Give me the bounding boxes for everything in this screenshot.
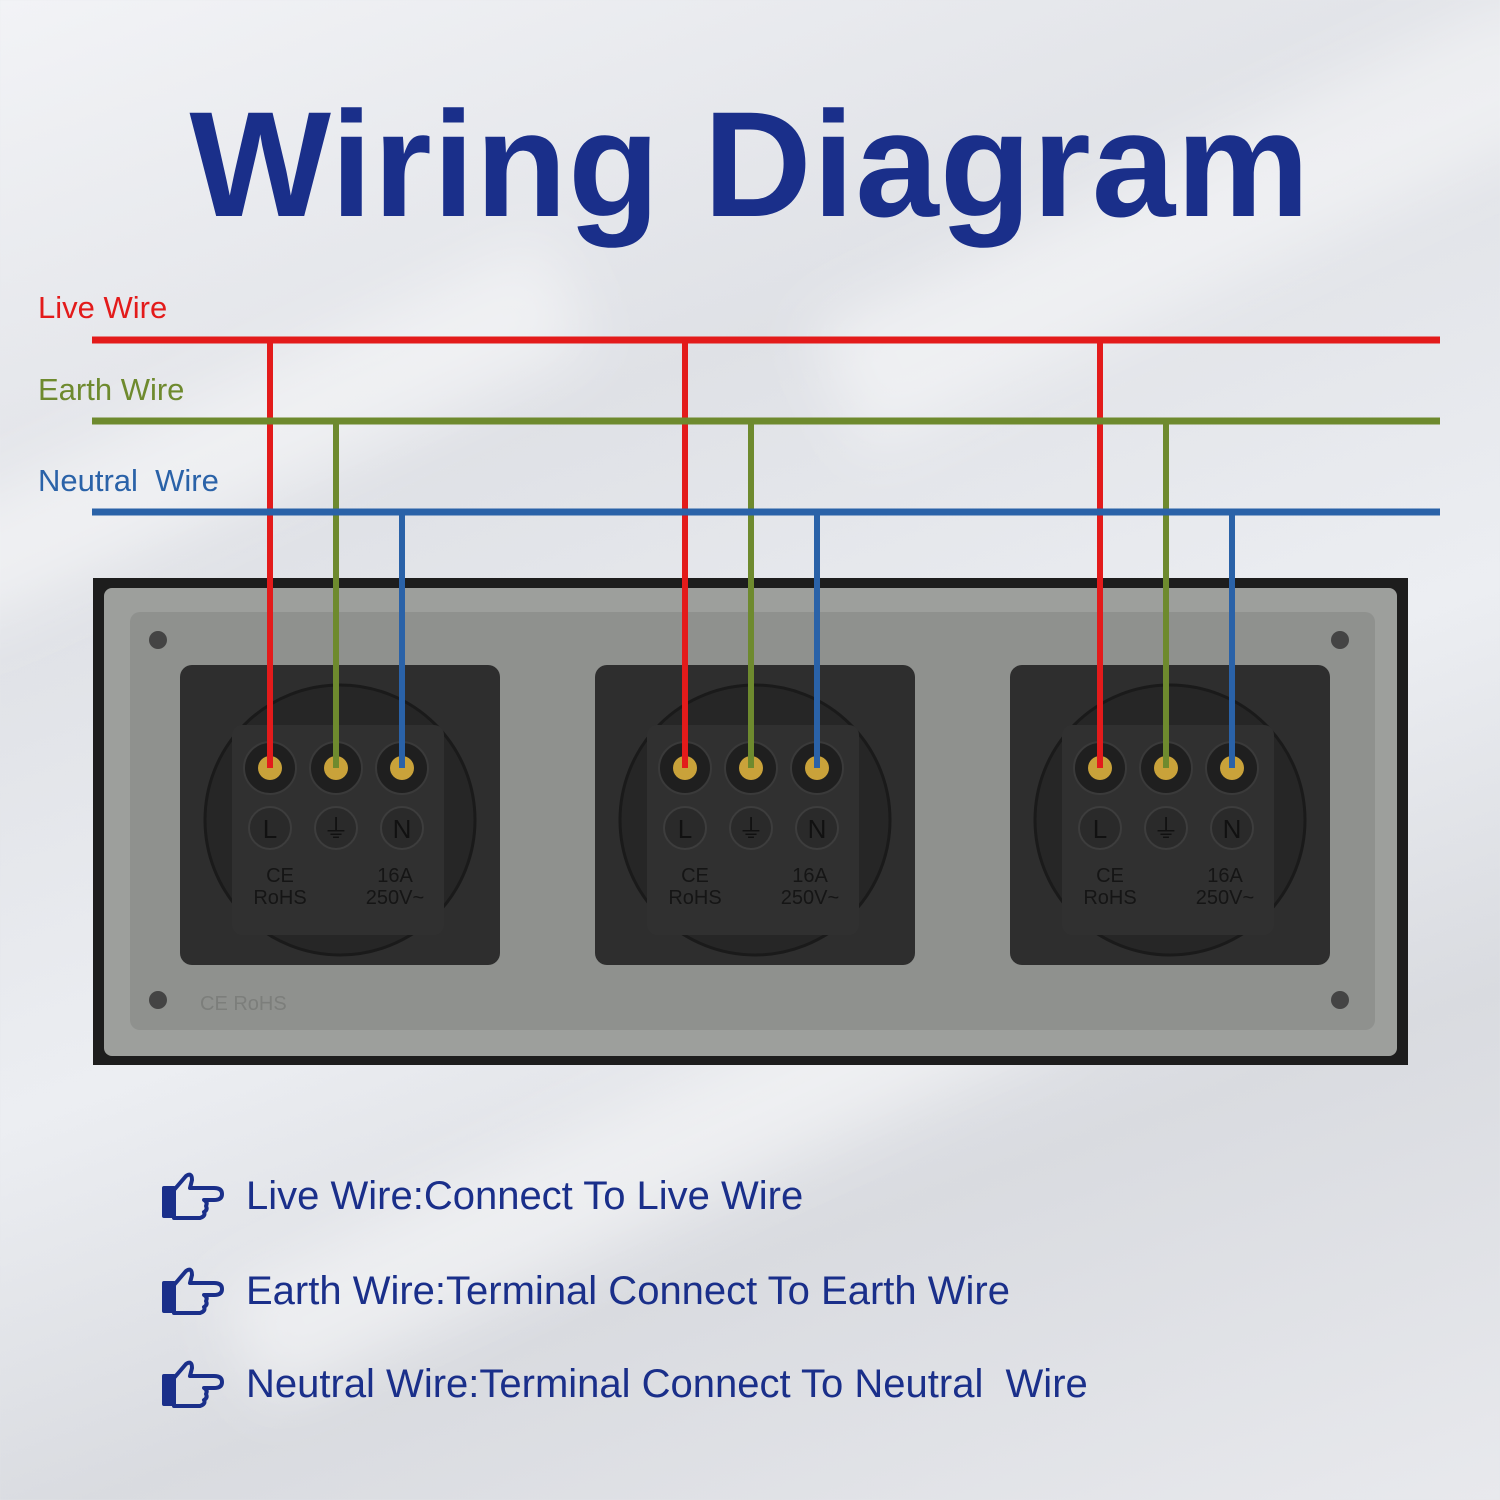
- note-neutral: Neutral Wire:Terminal Connect To Neutral…: [160, 1358, 1088, 1410]
- panel-marking: CE RoHS: [200, 993, 287, 1015]
- note-live-text: Live Wire:Connect To Live Wire: [246, 1173, 804, 1218]
- terminal-label-circle: [314, 806, 358, 850]
- screw-hole: [1331, 991, 1349, 1009]
- terminal-label: L: [1093, 814, 1107, 844]
- terminal-label-circle: [729, 806, 773, 850]
- screw-hole: [149, 991, 167, 1009]
- screw-hole: [1331, 631, 1349, 649]
- note-earth-text: Earth Wire:Terminal Connect To Earth Wir…: [246, 1268, 1010, 1313]
- socket-marking: 250V~: [781, 887, 839, 909]
- socket-marking: CE: [266, 865, 294, 887]
- terminal-label-circle: [795, 806, 839, 850]
- socket-marking: CE: [681, 865, 709, 887]
- neutral-wire-label: Neutral Wire: [38, 463, 219, 498]
- screw-hole: [149, 631, 167, 649]
- terminal-label-circle: [1210, 806, 1254, 850]
- socket-marking: RoHS: [668, 887, 721, 909]
- socket-marking: RoHS: [1083, 887, 1136, 909]
- socket-marking: 250V~: [1196, 887, 1254, 909]
- socket-marking: 16A: [377, 865, 413, 887]
- terminal-label-circle: [663, 806, 707, 850]
- terminal-label-circle: [248, 806, 292, 850]
- hand-pointing-icon: [162, 1267, 224, 1315]
- live-wire-label: Live Wire: [38, 290, 168, 325]
- page-title: Wiring Diagram: [189, 80, 1311, 248]
- socket-marking: RoHS: [253, 887, 306, 909]
- terminal-label: N: [393, 814, 412, 844]
- note-earth: Earth Wire:Terminal Connect To Earth Wir…: [160, 1265, 1010, 1317]
- hand-pointing-icon: [162, 1172, 224, 1220]
- terminal-label: ⏚: [1153, 814, 1179, 844]
- terminal-label-circle: [1144, 806, 1188, 850]
- socket-marking: CE: [1096, 865, 1124, 887]
- socket-marking: 250V~: [366, 887, 424, 909]
- terminal-label: N: [808, 814, 827, 844]
- terminal-label: N: [1223, 814, 1242, 844]
- note-neutral-text: Neutral Wire:Terminal Connect To Neutral…: [246, 1361, 1088, 1406]
- earth-wire-label: Earth Wire: [38, 372, 185, 407]
- terminal-label: ⏚: [738, 814, 764, 844]
- terminal-label: ⏚: [323, 814, 349, 844]
- socket-marking: 16A: [1207, 865, 1243, 887]
- note-live: Live Wire:Connect To Live Wire: [160, 1170, 803, 1222]
- socket-marking: 16A: [792, 865, 828, 887]
- terminal-label: L: [263, 814, 277, 844]
- terminal-label: L: [678, 814, 692, 844]
- hand-pointing-icon: [162, 1360, 224, 1408]
- terminal-label-circle: [380, 806, 424, 850]
- terminal-label-circle: [1078, 806, 1122, 850]
